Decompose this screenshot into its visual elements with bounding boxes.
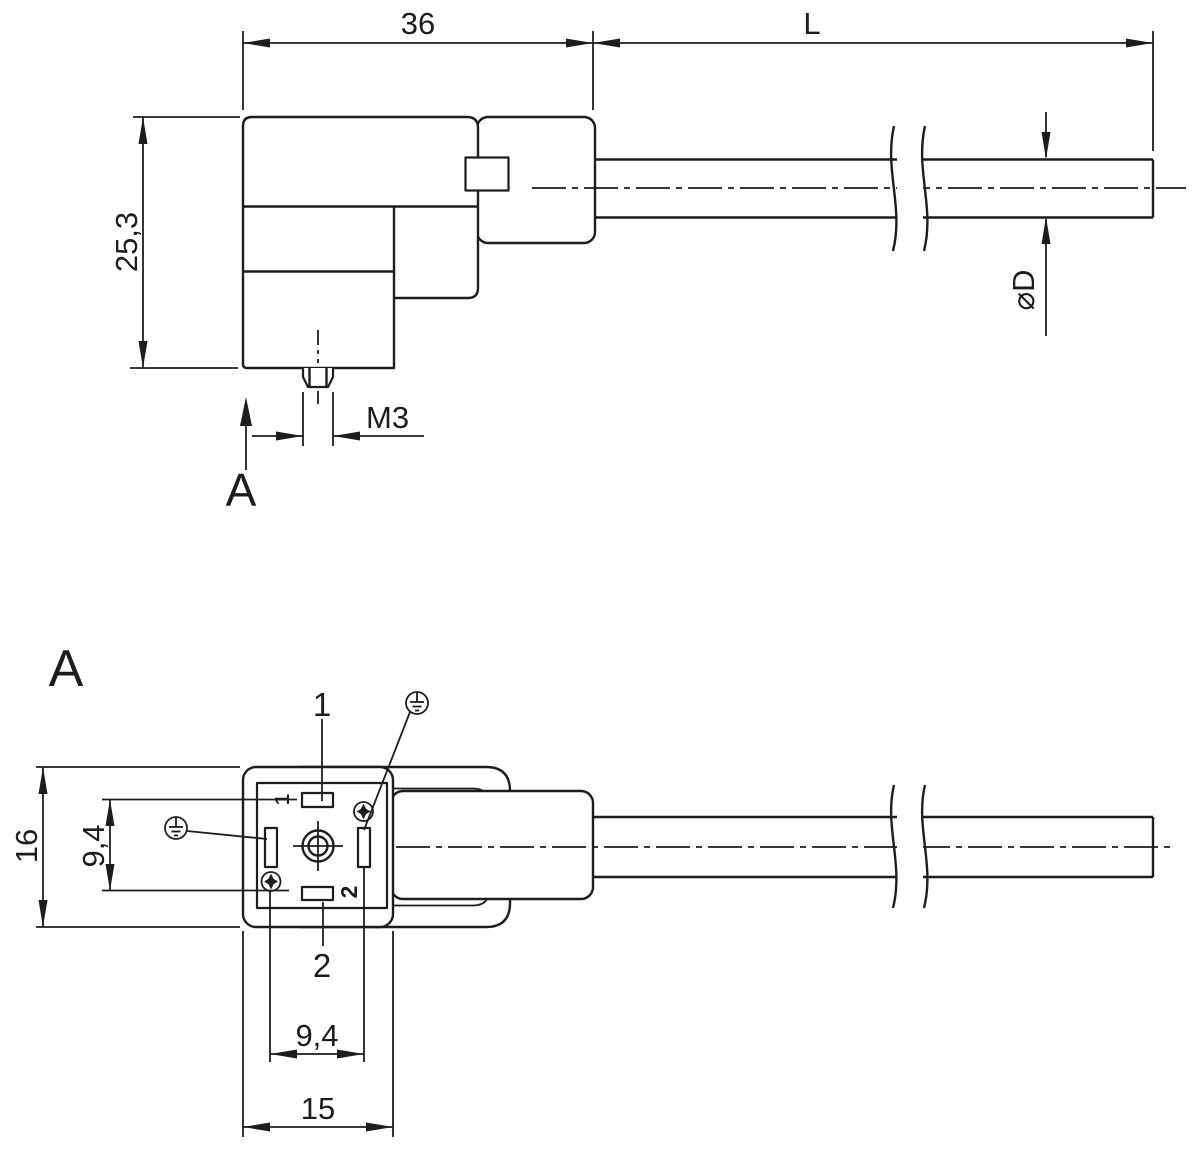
dim-L: L bbox=[593, 6, 1154, 151]
gland-nut-outline bbox=[389, 789, 595, 901]
arrowhead-icon bbox=[270, 1049, 297, 1059]
arrowhead-icon bbox=[105, 799, 115, 826]
center-screw-hole bbox=[293, 821, 343, 871]
section-arrow-a: A bbox=[226, 397, 257, 516]
leader-line bbox=[186, 830, 268, 840]
pin2-contact-slot bbox=[300, 885, 335, 902]
break-line-icon bbox=[920, 784, 929, 909]
dim-body-width-label: 36 bbox=[401, 6, 435, 41]
dim-contact-span-vertical-label: 9,4 bbox=[76, 824, 111, 867]
pin1-label: 1 bbox=[313, 686, 331, 723]
front-view: A bbox=[9, 640, 1176, 1137]
arrowhead-icon bbox=[38, 900, 48, 927]
dim-cable-length-label: L bbox=[803, 6, 820, 41]
break-line-icon bbox=[920, 125, 929, 252]
arrowhead-icon bbox=[38, 767, 48, 794]
arrowhead-icon bbox=[1041, 132, 1051, 159]
dim-15: 15 bbox=[242, 931, 394, 1137]
dim-16: 16 bbox=[9, 766, 240, 928]
section-arrowhead-icon bbox=[240, 397, 252, 426]
m3-screw bbox=[301, 330, 335, 404]
leader-line bbox=[363, 711, 411, 831]
arrowhead-icon bbox=[276, 431, 303, 441]
arrowhead-icon bbox=[566, 38, 593, 48]
screw-icon bbox=[260, 871, 282, 892]
dim-thread-label: M3 bbox=[366, 400, 409, 435]
dim-cable-diameter: ⌀D bbox=[1006, 112, 1051, 336]
arrowhead-icon bbox=[138, 117, 148, 144]
break-gap bbox=[897, 779, 923, 915]
dim-contact-span-horizontal-label: 9,4 bbox=[295, 1018, 338, 1053]
arrowhead-icon bbox=[1041, 217, 1051, 244]
screw-icon bbox=[353, 801, 374, 822]
cable bbox=[595, 158, 1155, 219]
side-view: 36 L 25,3 ⌀D bbox=[109, 6, 1186, 516]
earth-ground-icon bbox=[405, 691, 429, 715]
arrowhead-icon bbox=[243, 38, 270, 48]
dim-36: 36 bbox=[242, 6, 594, 110]
dim-25-3: 25,3 bbox=[109, 116, 240, 369]
arrowhead-icon bbox=[333, 431, 360, 441]
dim-body-height-label: 25,3 bbox=[109, 212, 144, 272]
dim-face-height-label: 16 bbox=[9, 829, 44, 863]
dim-9-4-vertical: 9,4 bbox=[76, 798, 297, 892]
pin2-label: 2 bbox=[313, 947, 331, 984]
break-line-icon bbox=[889, 784, 898, 909]
pin1-contact-slot bbox=[300, 791, 335, 809]
arrowhead-icon bbox=[105, 864, 115, 891]
connector-body-outline bbox=[241, 115, 480, 370]
arrowhead-icon bbox=[138, 341, 148, 368]
dim-face-width-label: 15 bbox=[301, 1091, 335, 1126]
view-label: A bbox=[49, 640, 84, 698]
earth-ground-icon bbox=[164, 816, 188, 840]
dim-cable-diameter-label: ⌀D bbox=[1006, 269, 1041, 310]
cable-entry-notch bbox=[464, 156, 510, 192]
arrowhead-icon bbox=[1126, 38, 1153, 48]
section-arrow-label: A bbox=[226, 464, 257, 516]
right-earth-contact-slot bbox=[356, 826, 372, 869]
arrowhead-icon bbox=[366, 1122, 393, 1132]
break-line-icon bbox=[889, 125, 898, 252]
arrowhead-icon bbox=[593, 38, 620, 48]
left-earth-contact-slot bbox=[263, 826, 279, 869]
dim-m3: M3 bbox=[252, 392, 424, 446]
break-gap bbox=[897, 119, 923, 257]
pin2-face-marking: 2 bbox=[336, 886, 362, 899]
arrowhead-icon bbox=[337, 1049, 364, 1059]
arrowhead-icon bbox=[243, 1122, 270, 1132]
dim-9-4-horizontal: 9,4 bbox=[269, 867, 365, 1062]
